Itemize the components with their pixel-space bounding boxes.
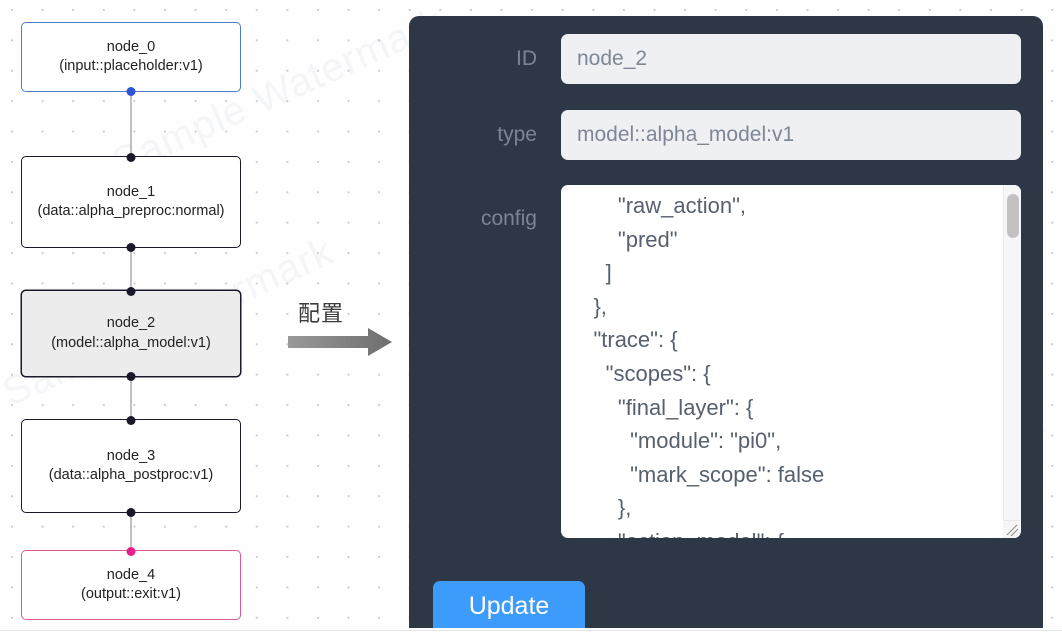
node-handle-source[interactable] [126,242,136,252]
node-label: node_2(model::alpha_model:v1) [51,315,211,351]
graph-node-node_4[interactable]: node_4(output::exit:v1) [21,546,241,620]
node-label: node_0(input::placeholder:v1) [59,38,203,75]
bottom-strip [0,630,1062,643]
node-handle-target[interactable] [126,415,136,425]
graph-node-node_2[interactable]: node_2(model::alpha_model:v1) [21,286,241,381]
graph-node-node_0[interactable]: node_0(input::placeholder:v1) [21,22,241,96]
config-scrollbar-thumb[interactable] [1007,194,1019,238]
right-arrow-icon [288,328,392,356]
config-scrollbar[interactable] [1003,185,1021,522]
update-button[interactable]: Update [433,581,585,628]
field-row-id: ID [409,34,1043,84]
type-label: type [497,123,537,146]
node-handle-source[interactable] [126,371,136,381]
resize-grip-icon[interactable] [1003,520,1020,538]
annotation-label: 配置 [298,302,345,327]
node-handle-source[interactable] [126,86,136,96]
id-label: ID [516,47,537,70]
node-label: node_3(data::alpha_postproc:v1) [48,447,214,484]
node-handle-target[interactable] [126,546,136,556]
node-config-panel: ID type config "raw_action", "pred" ] },… [409,16,1043,628]
node-handle-target[interactable] [126,152,136,162]
graph-node-node_3[interactable]: node_3(data::alpha_postproc:v1) [21,415,241,517]
node-handle-source[interactable] [126,507,136,517]
config-textarea[interactable]: "raw_action", "pred" ] }, "trace": { "sc… [561,185,1004,538]
id-input[interactable] [561,34,1021,84]
field-row-type: type [409,110,1043,160]
config-editor[interactable]: "raw_action", "pred" ] }, "trace": { "sc… [561,185,1021,538]
node-label: node_1(data::alpha_preproc:normal) [37,183,225,220]
annotation-configure: 配置 [288,296,398,358]
config-label: config [480,207,537,230]
type-input[interactable] [561,110,1021,160]
node-handle-target[interactable] [126,286,136,296]
node-label: node_4(output::exit:v1) [81,566,181,603]
graph-node-node_1[interactable]: node_1(data::alpha_preproc:normal) [21,152,241,252]
field-row-config: config "raw_action", "pred" ] }, "trace"… [409,185,1043,538]
